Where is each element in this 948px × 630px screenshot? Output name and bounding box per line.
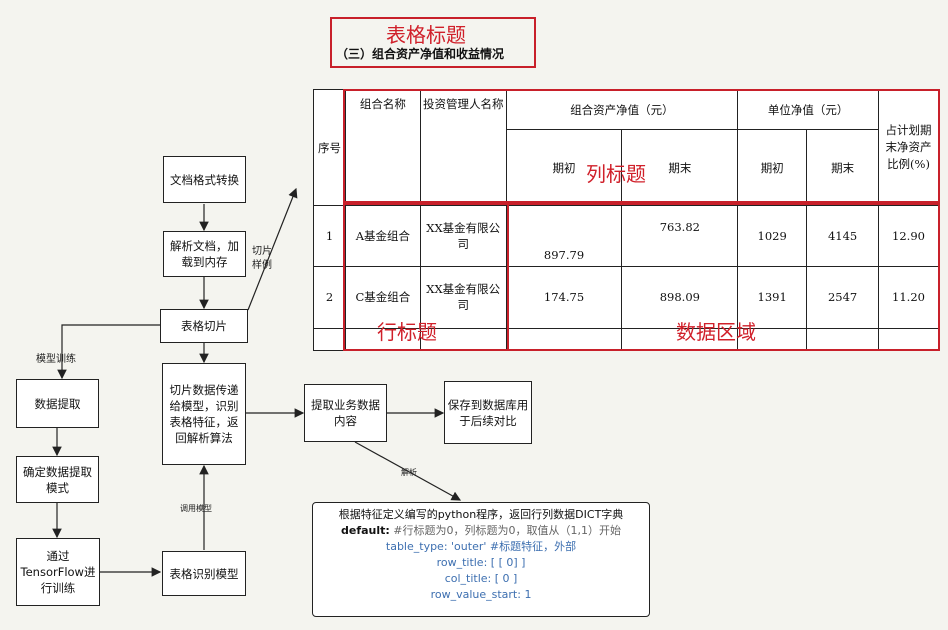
cell-asset-begin: 174.75 — [505, 265, 623, 329]
data-region-frame — [507, 203, 940, 351]
parse-doc-box: 解析文档，加载到内存 — [163, 231, 246, 277]
code-default-comment: #行标题为0，列标题为0，取值从（1,1）开始 — [389, 524, 621, 537]
cell-seq: 1 — [313, 205, 346, 267]
header-row-1: 序号 组合名称 投资管理人名称 组合资产净值（元） 单位净值（元） 占计划期末净… — [313, 88, 939, 207]
cell-seq: 2 — [313, 265, 346, 329]
table-title-annotation: 表格标题 — [386, 23, 466, 47]
train-tf-box: 通过TensorFlow进行训练 — [16, 538, 100, 606]
code-line-3: table_type: 'outer' #标题特征，外部 — [385, 540, 577, 553]
python-program-box: 根据特征定义编写的python程序，返回行列数据DICT字典 default: … — [312, 502, 650, 617]
column-header-frame — [343, 89, 940, 203]
column-header-annotation: 列标题 — [586, 162, 646, 186]
extract-business-text: 提取业务数据内容 — [311, 398, 380, 428]
cell-ratio: 12.90 — [878, 205, 939, 267]
code-line-5: col_title: [ 0 ] — [444, 572, 518, 585]
format-convert-text: 文档格式转换 — [170, 172, 239, 187]
format-convert-box: 文档格式转换 — [163, 156, 246, 203]
th-asset-end: 期末 — [621, 129, 739, 207]
determine-mode-text: 确定数据提取模式 — [23, 464, 92, 495]
cell-unit-end: 4145 — [806, 205, 880, 267]
table-model-box: 表格识别模型 — [162, 551, 246, 596]
cell-name: A基金组合 — [344, 205, 421, 267]
th-seq: 序号 — [313, 88, 346, 207]
data-extract-text: 数据提取 — [34, 396, 81, 411]
parse-label: 解析 — [401, 468, 417, 477]
row-header-annotation: 行标题 — [377, 320, 437, 344]
cell-asset-end: 898.09 — [621, 265, 739, 329]
th-asset-begin: 期初 — [505, 129, 623, 207]
header-row-2: 期初 期末 期初 期末 — [314, 129, 939, 207]
cell-unit-begin: 1391 — [737, 265, 808, 329]
slice-to-model-text: 切片数据传递给模型，识别表格特征，返回解析算法 — [169, 383, 239, 445]
net-value-table: 序号 组合名称 投资管理人名称 组合资产净值（元） 单位净值（元） 占计划期末净… — [313, 88, 939, 352]
table-row: 2 C基金组合 XX基金有限公司 174.75 898.09 1391 2547… — [313, 265, 939, 329]
th-net-asset: 组合资产净值（元） — [505, 88, 739, 131]
cell-manager: XX基金有限公司 — [419, 205, 507, 267]
parse-doc-text: 解析文档，加载到内存 — [170, 239, 239, 269]
code-line-2: default: #行标题为0，列标题为0，取值从（1,1）开始 — [313, 523, 649, 539]
table-title-box — [330, 17, 536, 68]
table-slice-text: 表格切片 — [181, 319, 227, 333]
arrow-slice-to-training — [57, 324, 160, 380]
code-line-4: row_title: [ [ 0] ] — [436, 556, 526, 569]
data-extract-box: 数据提取 — [16, 379, 99, 428]
table-row: 1 A基金组合 XX基金有限公司 897.79 763.82 1029 4145… — [313, 205, 939, 267]
th-unit-end: 期末 — [806, 129, 880, 207]
table-slice-box: 表格切片 — [160, 309, 248, 343]
save-db-text: 保存到数据库用于后续对比 — [447, 397, 529, 428]
th-unit-value: 单位净值（元） — [737, 88, 880, 131]
call-model-label: 调用模型 — [180, 504, 212, 513]
code-default-key: default: — [340, 524, 390, 537]
slice-sample-label: 切片样例 — [252, 246, 272, 271]
slice-to-model-box: 切片数据传递给模型，识别表格特征，返回解析算法 — [162, 363, 246, 465]
arrow-slice-to-sample — [247, 187, 298, 311]
arrow-business-to-code — [354, 441, 462, 501]
code-line-1: 根据特征定义编写的python程序，返回行列数据DICT字典 — [338, 508, 624, 521]
model-train-label: 模型训练 — [36, 354, 76, 365]
save-db-box: 保存到数据库用于后续对比 — [444, 381, 532, 444]
table-subtitle: （三）组合资产净值和收益情况 — [336, 47, 505, 61]
table-model-text: 表格识别模型 — [169, 566, 239, 581]
train-tf-text: 通过TensorFlow进行训练 — [20, 549, 96, 595]
cell-name: C基金组合 — [344, 265, 421, 329]
determine-mode-box: 确定数据提取模式 — [16, 456, 99, 503]
data-region-annotation: 数据区域 — [676, 320, 756, 344]
extract-business-box: 提取业务数据内容 — [304, 384, 387, 442]
code-line-6: row_value_start: 1 — [430, 588, 532, 601]
